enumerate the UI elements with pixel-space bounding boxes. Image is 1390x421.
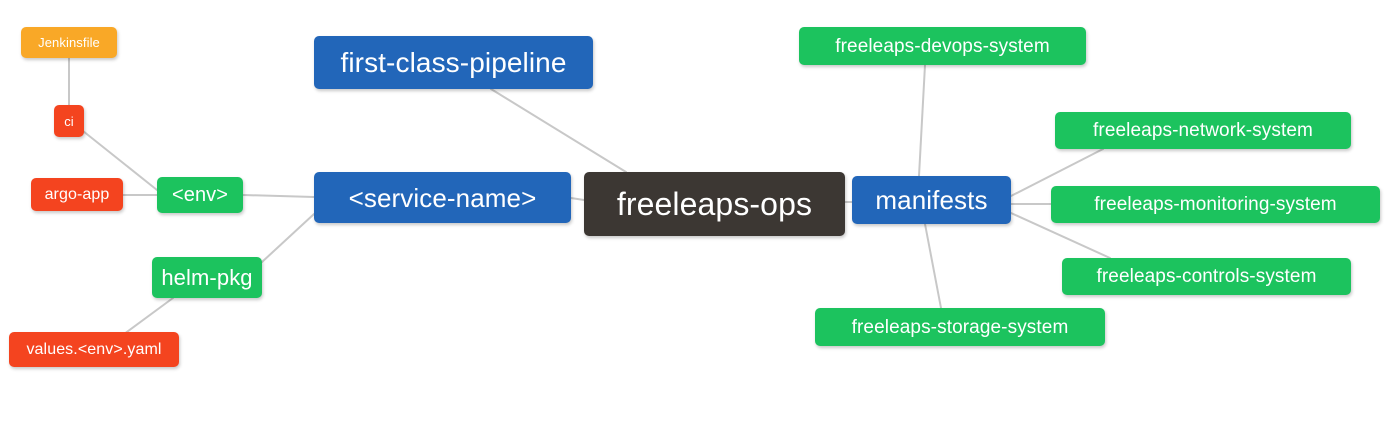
node-freeleaps-devops-system[interactable]: freeleaps-devops-system — [799, 27, 1086, 65]
node-label-freeleaps-devops-system: freeleaps-devops-system — [835, 35, 1050, 57]
node-label-freeleaps-ops: freeleaps-ops — [616, 186, 813, 222]
edge-manifests-to-freeleaps-storage-system — [924, 223, 942, 309]
node-freeleaps-storage-system[interactable]: freeleaps-storage-system — [815, 308, 1105, 346]
node-argo-app[interactable]: argo-app — [31, 178, 123, 211]
node-label-argo-app: argo-app — [44, 185, 110, 203]
node-first-class-pipeline[interactable]: first-class-pipeline — [314, 36, 593, 89]
node-jenkinsfile[interactable]: Jenkinsfile — [21, 27, 117, 58]
edge-service-name-to-freeleaps-ops — [570, 197, 585, 201]
node-freeleaps-ops[interactable]: freeleaps-ops — [584, 172, 845, 236]
node-label-env: <env> — [171, 184, 229, 206]
node-label-manifests: manifests — [875, 185, 988, 215]
node-helm-pkg[interactable]: helm-pkg — [152, 257, 262, 298]
node-freeleaps-monitoring-system[interactable]: freeleaps-monitoring-system — [1051, 186, 1380, 223]
edge-manifests-to-freeleaps-devops-system — [918, 64, 926, 177]
edge-service-name-to-helm-pkg — [261, 213, 315, 263]
node-env[interactable]: <env> — [157, 177, 243, 213]
node-label-helm-pkg: helm-pkg — [161, 264, 253, 290]
node-manifests[interactable]: manifests — [852, 176, 1011, 224]
node-freeleaps-network-system[interactable]: freeleaps-network-system — [1055, 112, 1351, 149]
node-label-ci: ci — [64, 113, 74, 129]
node-service-name[interactable]: <service-name> — [314, 172, 571, 223]
node-freeleaps-controls-system[interactable]: freeleaps-controls-system — [1062, 258, 1351, 295]
node-values-env-yaml[interactable]: values.<env>.yaml — [9, 332, 179, 367]
node-label-values-env-yaml: values.<env>.yaml — [26, 340, 162, 358]
node-label-jenkinsfile: Jenkinsfile — [38, 35, 100, 50]
node-label-freeleaps-controls-system: freeleaps-controls-system — [1096, 266, 1317, 287]
node-label-freeleaps-monitoring-system: freeleaps-monitoring-system — [1094, 194, 1337, 215]
node-label-first-class-pipeline: first-class-pipeline — [340, 46, 567, 78]
node-label-service-name: <service-name> — [348, 182, 537, 213]
edge-env-to-service-name — [242, 194, 315, 198]
node-ci[interactable]: ci — [54, 105, 84, 137]
node-label-freeleaps-network-system: freeleaps-network-system — [1093, 120, 1313, 141]
node-label-freeleaps-storage-system: freeleaps-storage-system — [851, 316, 1069, 338]
edge-first-class-pipeline-to-freeleaps-ops — [490, 88, 627, 173]
